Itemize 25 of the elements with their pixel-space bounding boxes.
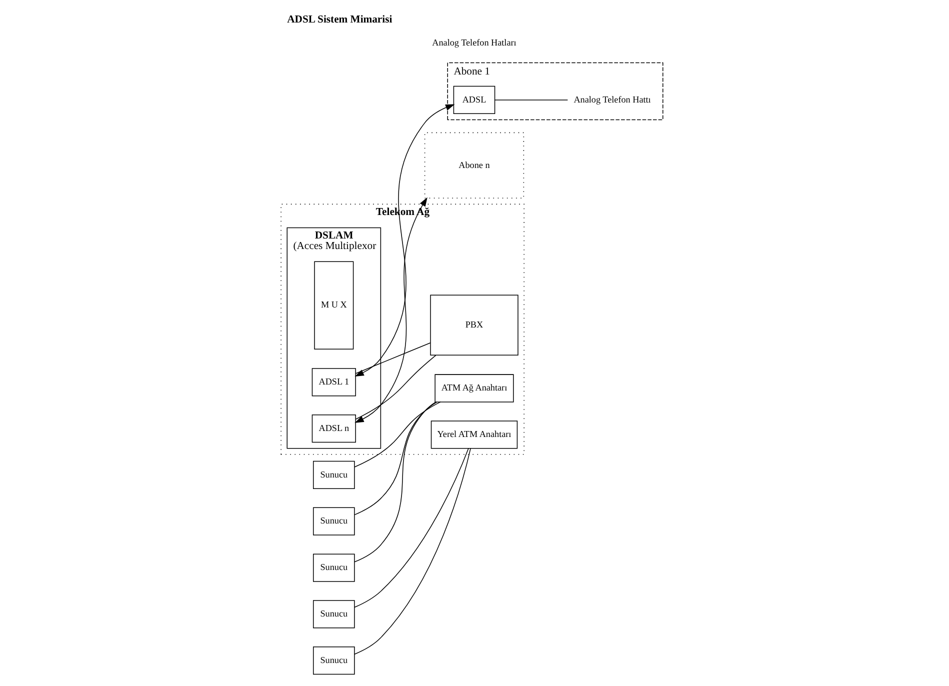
node-box: Abone n [424,132,524,198]
node-box: ADSL n [311,414,356,443]
arrow [354,104,454,376]
connector [354,448,470,655]
connector [354,448,468,608]
node-box: ATM Ağ Anahtarı [434,374,514,402]
connector [354,354,436,420]
node-box: Sunucu [312,554,354,582]
label: Analog Telefon Hatları [432,37,516,48]
node-box: Sunucu [312,507,354,536]
connector [354,402,437,516]
node-box: M U X [314,261,354,350]
connector [354,402,436,562]
node-box: Sunucu [312,460,354,490]
connector [354,402,440,468]
node-box: ADSL 1 [311,368,356,396]
node-box: PBX [430,294,518,356]
node-box: Sunucu [312,600,354,628]
node-box: ADSL [452,86,495,114]
node-text: Analog Telefon Hattı [573,94,650,104]
diagram-title: ADSL Sistem Mimarisi [286,14,392,26]
arrow [354,197,427,423]
node-box: Sunucu [312,646,354,675]
connector [354,342,430,374]
node-box: Yerel ATM Anahtarı [430,420,518,449]
